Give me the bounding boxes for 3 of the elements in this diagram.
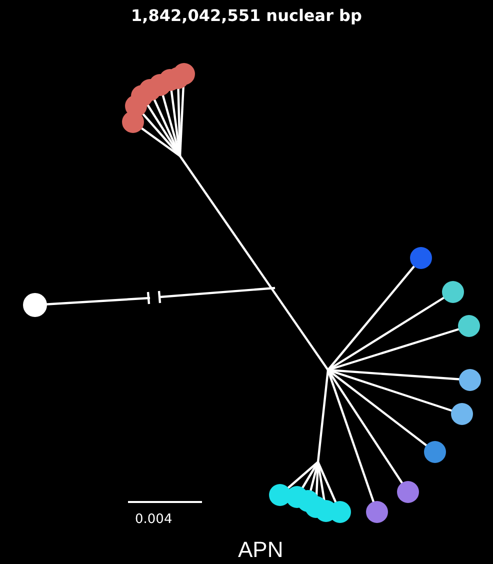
title: 1,842,042,551 nuclear bp (130, 5, 363, 27)
scale-value: 0.004 (135, 511, 172, 529)
panel-label: APN (238, 536, 284, 564)
